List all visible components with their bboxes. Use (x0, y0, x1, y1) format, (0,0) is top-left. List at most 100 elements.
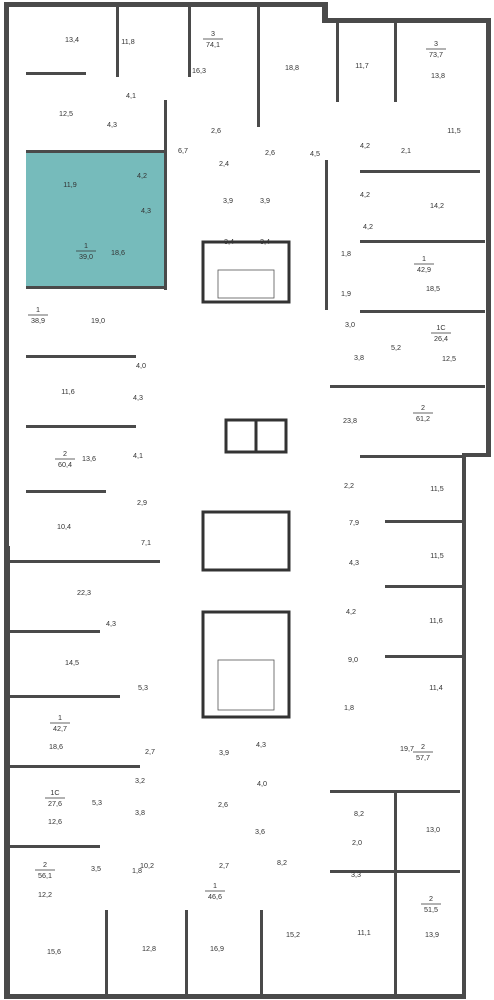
room-area-label: 18,6 (111, 248, 125, 257)
stair-core-top (201, 240, 291, 304)
room-area-label: 3,8 (135, 808, 145, 817)
room-area-label: 4,2 (363, 222, 373, 231)
room-area-label: 12,6 (48, 817, 62, 826)
room-area-label: 4,3 (141, 206, 151, 215)
room-area-label: 23,8 (343, 416, 357, 425)
apartment-rooms: 1 (58, 713, 62, 722)
room-area-label: 18,5 (426, 284, 440, 293)
room-area-label: 15,2 (286, 930, 300, 939)
room-area-label: 3,4 (224, 237, 234, 246)
room-area-label: 11,6 (429, 616, 442, 625)
room-area-label: 13,0 (426, 825, 440, 834)
room-area-label: 5,3 (92, 798, 102, 807)
apartment-area: 26,4 (434, 334, 448, 343)
apartment-tag: 139,0 (76, 241, 96, 261)
apartment-area: 56,1 (38, 871, 52, 880)
apartment-rooms: 1 (213, 881, 217, 890)
apartment-rooms: 2 (429, 894, 433, 903)
room-area-label: 16,3 (192, 66, 206, 75)
highlighted-apartment[interactable] (26, 152, 164, 288)
apartment-rooms: 2 (421, 742, 425, 751)
apartment-tag: 251,5 (421, 894, 441, 914)
room-area-label: 7,1 (141, 538, 151, 547)
room-area-label: 11,5 (430, 551, 443, 560)
room-area-label: 11,7 (355, 61, 368, 70)
apartment-area: 38,9 (31, 316, 45, 325)
room-area-label: 2,0 (352, 838, 362, 847)
apartment-area: 57,7 (416, 753, 430, 762)
apartment-tag: 257,7 (413, 742, 433, 762)
room-area-label: 16,9 (210, 944, 224, 953)
room-area-label: 2,2 (344, 481, 354, 490)
elevator-core (201, 418, 291, 572)
apartment-tag: 373,7 (426, 39, 446, 59)
room-area-label: 13,9 (425, 930, 439, 939)
room-area-label: 3,8 (354, 353, 364, 362)
room-area-label: 3,4 (260, 237, 270, 246)
room-area-label: 4,2 (346, 607, 356, 616)
apartment-rooms: 1 (36, 305, 40, 314)
room-area-label: 4,0 (257, 779, 267, 788)
apartment-rooms: 3 (211, 29, 215, 38)
apartment-rooms: 1 (84, 241, 88, 250)
apartment-tag: 142,9 (414, 254, 434, 274)
room-area-label: 11,5 (430, 484, 443, 493)
room-area-label: 4,3 (256, 740, 266, 749)
room-area-label: 18,8 (285, 63, 299, 72)
room-area-label: 10,2 (140, 861, 154, 870)
apartment-tag: 374,1 (203, 29, 223, 49)
room-area-label: 1,8 (344, 703, 354, 712)
apartment-rooms: 2 (43, 860, 47, 869)
room-area-label: 19,0 (91, 316, 105, 325)
room-area-label: 3,0 (345, 320, 355, 329)
room-area-label: 2,1 (401, 146, 411, 155)
room-area-label: 1,8 (132, 866, 142, 875)
stair-core-bottom (201, 610, 291, 719)
room-area-label: 4,2 (137, 171, 147, 180)
room-area-label: 4,1 (126, 91, 136, 100)
room-area-label: 18,6 (49, 742, 63, 751)
room-area-label: 1,9 (341, 289, 351, 298)
room-area-label: 11,1 (357, 928, 370, 937)
apartment-area: 42,7 (53, 724, 67, 733)
room-area-label: 9,0 (348, 655, 358, 664)
room-area-label: 13,4 (65, 35, 79, 44)
room-area-label: 11,4 (429, 683, 442, 692)
room-area-label: 12,5 (442, 354, 456, 363)
room-area-label: 3,9 (260, 196, 270, 205)
room-area-label: 2,6 (211, 126, 221, 135)
room-area-label: 19,7 (400, 744, 414, 753)
room-area-label: 11,9 (63, 180, 76, 189)
room-area-label: 4,2 (360, 141, 370, 150)
apartment-area: 73,7 (429, 50, 443, 59)
apartment-rooms: 1С (50, 788, 59, 797)
apartment-tag: 146,6 (205, 881, 225, 901)
apartment-area: 60,4 (58, 460, 72, 469)
apartment-tag: 138,9 (28, 305, 48, 325)
apartment-rooms: 2 (63, 449, 67, 458)
room-area-label: 12,2 (38, 890, 52, 899)
room-area-label: 1,8 (341, 249, 351, 258)
room-area-label: 22,3 (77, 588, 91, 597)
room-area-label: 4,3 (107, 120, 117, 129)
apartment-rooms: 1 (422, 254, 426, 263)
room-area-label: 4,3 (106, 619, 116, 628)
apartment-area: 42,9 (417, 265, 431, 274)
room-area-label: 6,7 (178, 146, 188, 155)
apartment-tag: 142,7 (50, 713, 70, 733)
room-area-label: 15,6 (47, 947, 61, 956)
apartment-tag: 256,1 (35, 860, 55, 880)
room-area-label: 13,8 (431, 71, 445, 80)
room-area-label: 3,9 (219, 748, 229, 757)
apartment-tag: 260,4 (55, 449, 75, 469)
apartment-rooms: 3 (434, 39, 438, 48)
outer-walls (4, 2, 491, 999)
room-area-label: 2,7 (219, 861, 229, 870)
room-area-label: 4,3 (349, 558, 359, 567)
room-area-label: 11,5 (447, 126, 460, 135)
apartment-tag: 261,2 (413, 403, 433, 423)
room-area-label: 3,3 (351, 870, 361, 879)
